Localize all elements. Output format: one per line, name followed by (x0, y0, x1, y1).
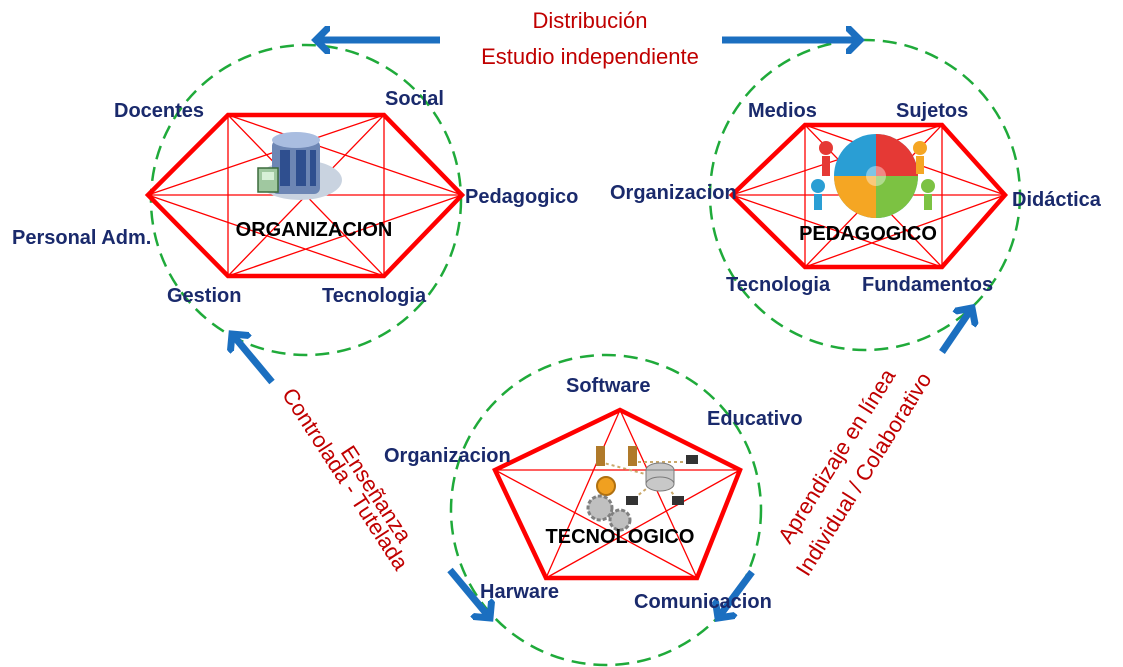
flow-left-line2: Controlada - Tutelada (277, 383, 414, 575)
tecnologico-circle (449, 353, 763, 667)
label-social: Social (385, 88, 444, 110)
label-medios: Medios (748, 100, 817, 122)
label-personal-adm: Personal Adm. (12, 227, 151, 249)
label-harware: Harware (480, 581, 559, 603)
label-organizacion-tec: Organizacion (384, 445, 511, 467)
flow-top-line2: Estudio independiente (481, 44, 699, 69)
arrow-up-to-pedagogico (939, 308, 972, 354)
tecnologico-pentagon (492, 407, 743, 581)
network-gears-icon (586, 446, 698, 532)
puzzle-people-icon (811, 134, 935, 218)
label-docentes: Docentes (114, 100, 204, 122)
center-tecnologico: TECNOLOGICO (546, 526, 695, 548)
label-fundamentos: Fundamentos (862, 274, 993, 296)
label-pedagogico: Pedagogico (465, 186, 578, 208)
arrow-down-to-tecnologico-left (447, 567, 490, 618)
label-gestion: Gestion (167, 285, 241, 307)
center-organizacion: ORGANIZACION (236, 219, 393, 241)
center-pedagogico: PEDAGOGICO (799, 223, 937, 245)
flow-top-line1: Distribución (533, 8, 648, 33)
label-educativo: Educativo (707, 408, 803, 430)
label-didactica: Didáctica (1012, 189, 1102, 211)
pedagogico-circle (708, 38, 1022, 352)
arrow-up-to-organizacion (232, 334, 275, 385)
arrow-down-to-tecnologico-right (718, 569, 755, 618)
label-comunicacion: Comunicacion (634, 591, 772, 613)
label-sujetos: Sujetos (896, 100, 968, 122)
label-tecnologia-org: Tecnologia (322, 285, 427, 307)
label-organizacion-ped: Organizacion (610, 182, 737, 204)
label-software: Software (566, 375, 650, 397)
building-server-icon (257, 132, 342, 200)
label-tecnologia-ped: Tecnologia (726, 274, 831, 296)
